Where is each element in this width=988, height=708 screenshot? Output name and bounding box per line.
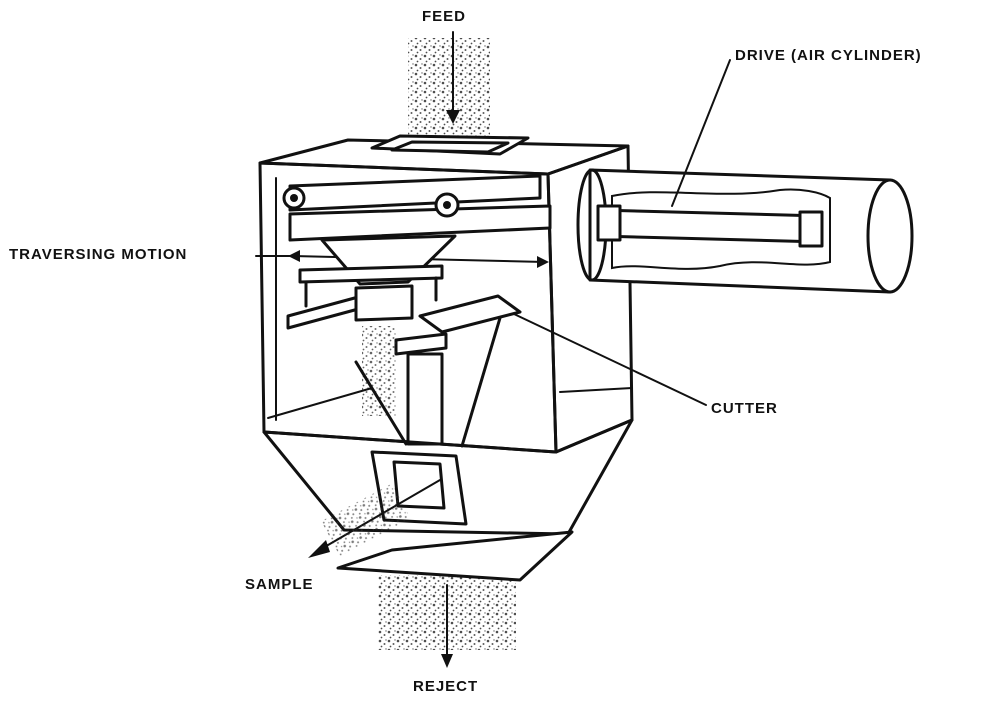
- carriage-bar: [286, 294, 364, 330]
- cutter-label: CUTTER: [711, 400, 778, 417]
- reject-label: REJECT: [413, 678, 479, 695]
- drive-label: DRIVE (AIR CYLINDER): [735, 47, 922, 64]
- cylinder-end: [866, 178, 914, 294]
- upper-rail: [288, 174, 542, 212]
- right-roller-hub: [443, 201, 451, 209]
- cutter-blade: [418, 294, 522, 334]
- funnel-line-right: [460, 316, 502, 448]
- funnel-floor-left: [267, 387, 373, 419]
- carriage-frame: [298, 264, 444, 284]
- drive-leader: [671, 59, 731, 207]
- sample-label: SAMPLE: [245, 576, 314, 593]
- lower-hopper: [262, 418, 634, 536]
- cutter-neck: [394, 332, 448, 356]
- sample-stream-out: [321, 483, 411, 557]
- funnel-floor-right: [559, 387, 633, 393]
- traversing-motion-label: TRAVERSING MOTION: [9, 246, 188, 263]
- sample-arrowhead: [308, 540, 330, 558]
- funnel-line-left: [354, 360, 408, 446]
- feed-stream: [408, 38, 490, 148]
- lower-rail: [288, 204, 552, 242]
- bottom-flange: [336, 530, 574, 582]
- sample-chute-inner: [392, 460, 446, 510]
- piston-head: [596, 204, 622, 242]
- feed-arrowhead: [446, 110, 460, 124]
- traversing-arrowhead-left: [288, 250, 300, 262]
- piston-cap: [798, 210, 824, 248]
- cutter-leader: [513, 313, 707, 406]
- drop-box: [354, 284, 414, 322]
- cutter-spout: [406, 352, 444, 446]
- left-roller-hub: [290, 194, 298, 202]
- traversing-arrowhead-right: [537, 256, 549, 268]
- piston-rod: [596, 208, 824, 244]
- cylinder-cutaway: [611, 188, 831, 270]
- feed-inlet-inner: [390, 140, 510, 154]
- reject-arrowhead: [441, 654, 453, 668]
- feed-label: FEED: [422, 8, 467, 25]
